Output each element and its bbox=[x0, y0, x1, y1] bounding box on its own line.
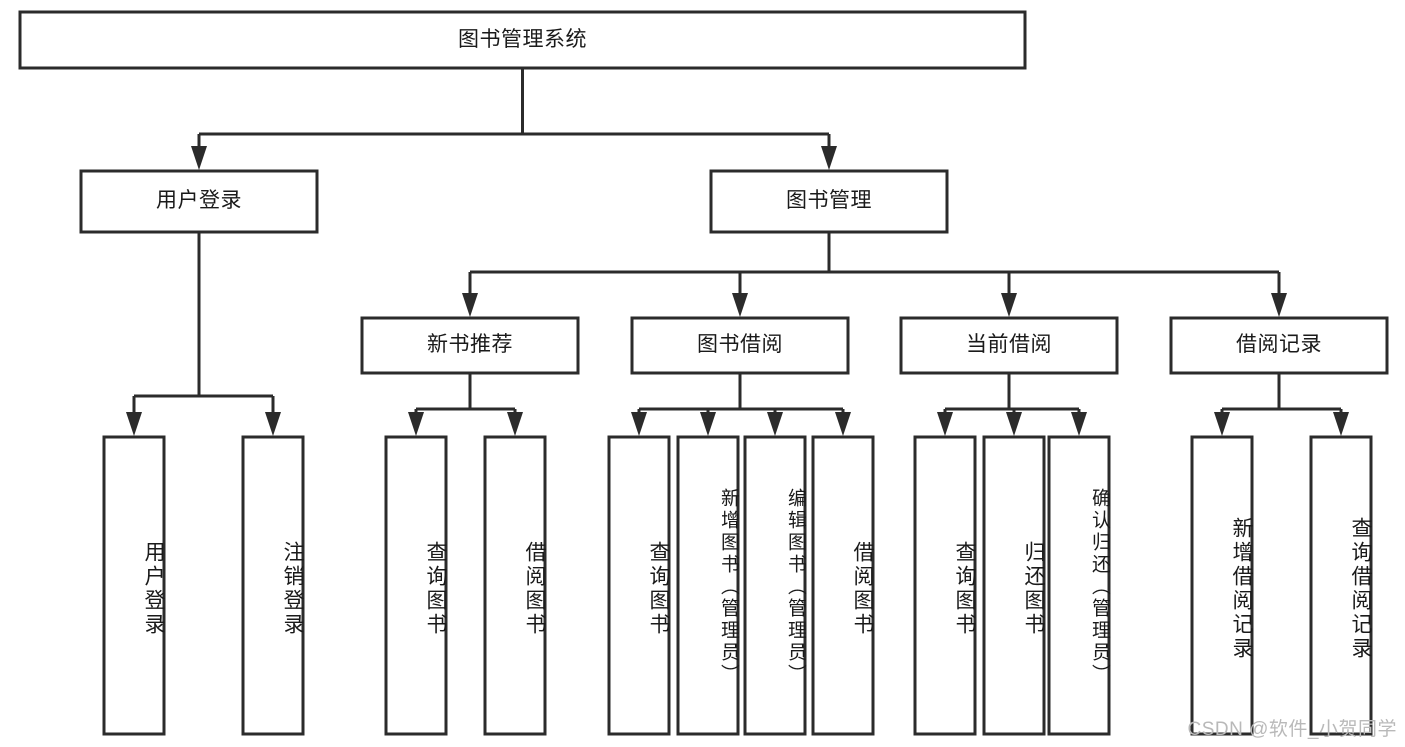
node-box[interactable] bbox=[1047, 435, 1111, 736]
node-box[interactable] bbox=[1309, 435, 1373, 736]
node-box[interactable] bbox=[1190, 435, 1254, 736]
arrow-head-icon bbox=[408, 412, 424, 436]
arrow-head-icon bbox=[700, 412, 716, 436]
arrow-head-icon bbox=[732, 293, 748, 317]
node-box[interactable] bbox=[899, 316, 1119, 375]
arrow-head-icon bbox=[265, 412, 281, 436]
arrow-head-icon bbox=[1071, 412, 1087, 436]
node-box[interactable] bbox=[241, 435, 305, 736]
arrow-head-icon bbox=[191, 146, 207, 170]
node-box[interactable] bbox=[630, 316, 850, 375]
arrow-head-icon bbox=[631, 412, 647, 436]
node-box[interactable] bbox=[607, 435, 671, 736]
arrow-head-icon bbox=[1271, 293, 1287, 317]
arrow-head-icon bbox=[1001, 293, 1017, 317]
node-box[interactable] bbox=[18, 10, 1027, 70]
arrow-head-icon bbox=[1333, 412, 1349, 436]
node-box[interactable] bbox=[102, 435, 166, 736]
arrow-head-icon bbox=[1006, 412, 1022, 436]
node-box[interactable] bbox=[743, 435, 807, 736]
node-box[interactable] bbox=[79, 169, 319, 234]
node-box[interactable] bbox=[709, 169, 949, 234]
node-box[interactable] bbox=[982, 435, 1046, 736]
node-box[interactable] bbox=[360, 316, 580, 375]
node-box[interactable] bbox=[1169, 316, 1389, 375]
node-box[interactable] bbox=[676, 435, 740, 736]
arrow-head-icon bbox=[462, 293, 478, 317]
node-box[interactable] bbox=[811, 435, 875, 736]
arrow-head-icon bbox=[507, 412, 523, 436]
node-box-layer bbox=[18, 10, 1389, 736]
node-box[interactable] bbox=[913, 435, 977, 736]
arrow-head-icon bbox=[767, 412, 783, 436]
node-box[interactable] bbox=[384, 435, 448, 736]
arrow-head-icon bbox=[1214, 412, 1230, 436]
arrow-head-icon bbox=[835, 412, 851, 436]
connector-layer bbox=[126, 68, 1349, 436]
arrow-head-icon bbox=[821, 146, 837, 170]
arrow-head-icon bbox=[126, 412, 142, 436]
arrow-head-icon bbox=[937, 412, 953, 436]
node-box[interactable] bbox=[483, 435, 547, 736]
